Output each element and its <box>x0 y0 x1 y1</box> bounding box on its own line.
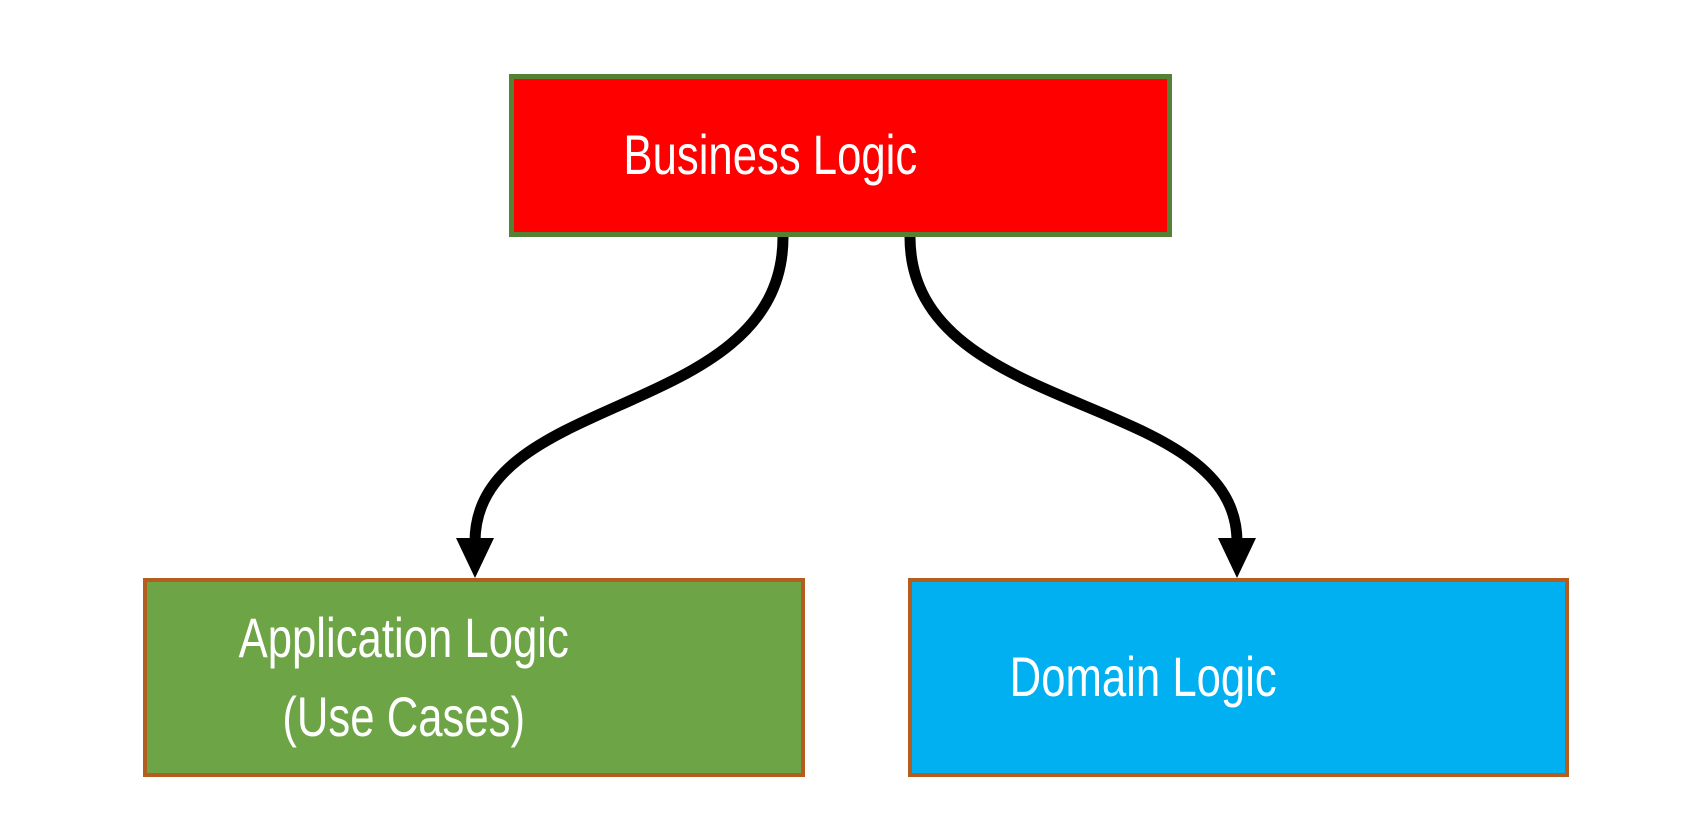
node-domain-logic: Domain Logic <box>908 578 1569 777</box>
node-application-logic: Application Logic (Use Cases) <box>143 578 805 777</box>
node-label: Business Logic <box>624 116 918 194</box>
node-label-line: (Use Cases) <box>282 684 526 748</box>
node-label-line: Business Logic <box>623 123 918 187</box>
connector-curve-left <box>469 236 789 543</box>
node-label: Domain Logic <box>1010 638 1277 716</box>
node-business-logic: Business Logic <box>509 74 1172 237</box>
arrow-business-to-domain <box>904 236 1256 578</box>
node-label-line: Domain Logic <box>1009 645 1278 709</box>
arrowhead-down-icon <box>1218 538 1256 578</box>
arrowhead-down-icon <box>456 538 494 578</box>
node-label-line: Application Logic <box>238 606 570 670</box>
arrow-business-to-application <box>456 236 789 578</box>
node-label: Application Logic (Use Cases) <box>239 599 569 756</box>
connector-curve-right <box>904 236 1243 543</box>
